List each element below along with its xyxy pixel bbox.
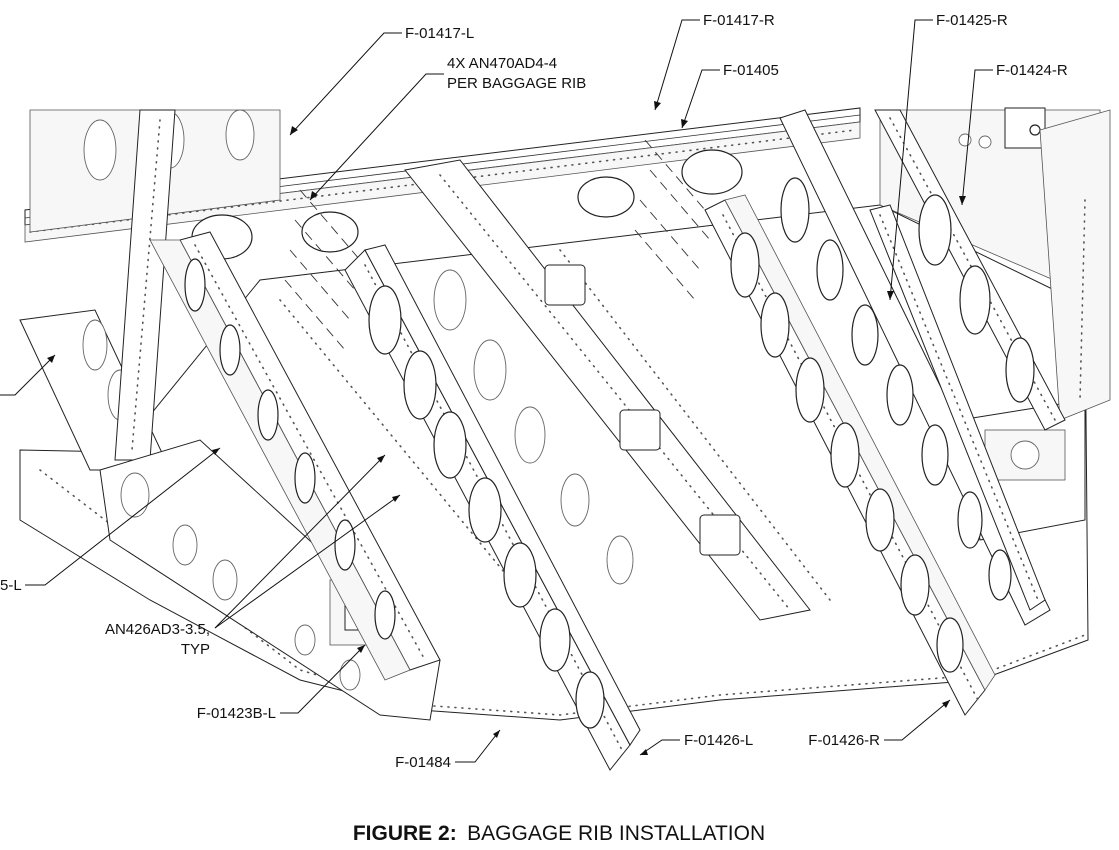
figure-caption: FIGURE 2: BAGGAGE RIB INSTALLATION <box>353 822 765 845</box>
bulkhead-hole-2 <box>301 211 359 253</box>
bulkhead-hole-4 <box>681 149 743 195</box>
label-f01484: F-01484 <box>395 754 451 771</box>
floor-rivet-row-2 <box>419 634 1086 716</box>
forward-bulkhead-left <box>99 439 441 721</box>
label-rivets-line1: 4X AN470AD4-4 <box>447 55 557 72</box>
bulkhead-hole-3 <box>577 176 635 218</box>
label-f01417-l: F-01417-L <box>405 25 474 42</box>
caption-text: BAGGAGE RIB INSTALLATION <box>467 822 765 845</box>
caption-bold: FIGURE 2: <box>353 822 457 845</box>
rib-f01426-right <box>704 194 996 716</box>
right-side-frame <box>1039 109 1111 421</box>
callout-labels: F-01417-L 4X AN470AD4-4 PER BAGGAGE RIB … <box>0 12 1068 771</box>
label-f01405: F-01405 <box>723 62 779 79</box>
label-f01426-l: F-01426-L <box>684 732 753 749</box>
label-rivets-line2: PER BAGGAGE RIB <box>447 75 586 92</box>
rib-f01425-left <box>149 231 441 681</box>
leader-lines <box>0 19 993 763</box>
label-f01425-r: F-01425-R <box>936 12 1008 29</box>
label-f01424-r: F-01424-R <box>996 62 1068 79</box>
label-f01417-r: F-01417-R <box>703 12 775 29</box>
rib-f01424-right <box>874 109 1066 431</box>
label-an426-line2: TYP <box>181 641 210 658</box>
label-an426-line1: AN426AD3-3.5, <box>105 621 210 638</box>
rib-f01426-left <box>344 244 641 771</box>
fuselage-structure <box>19 107 1111 721</box>
rib-f01425-right <box>779 109 1051 626</box>
label-f01426-r: F-01426-R <box>808 732 880 749</box>
label-f01423b-l: F-01423B-L <box>197 705 276 722</box>
label-f01425-l-partial: 5-L <box>0 577 22 594</box>
center-angle-rail <box>404 159 811 621</box>
